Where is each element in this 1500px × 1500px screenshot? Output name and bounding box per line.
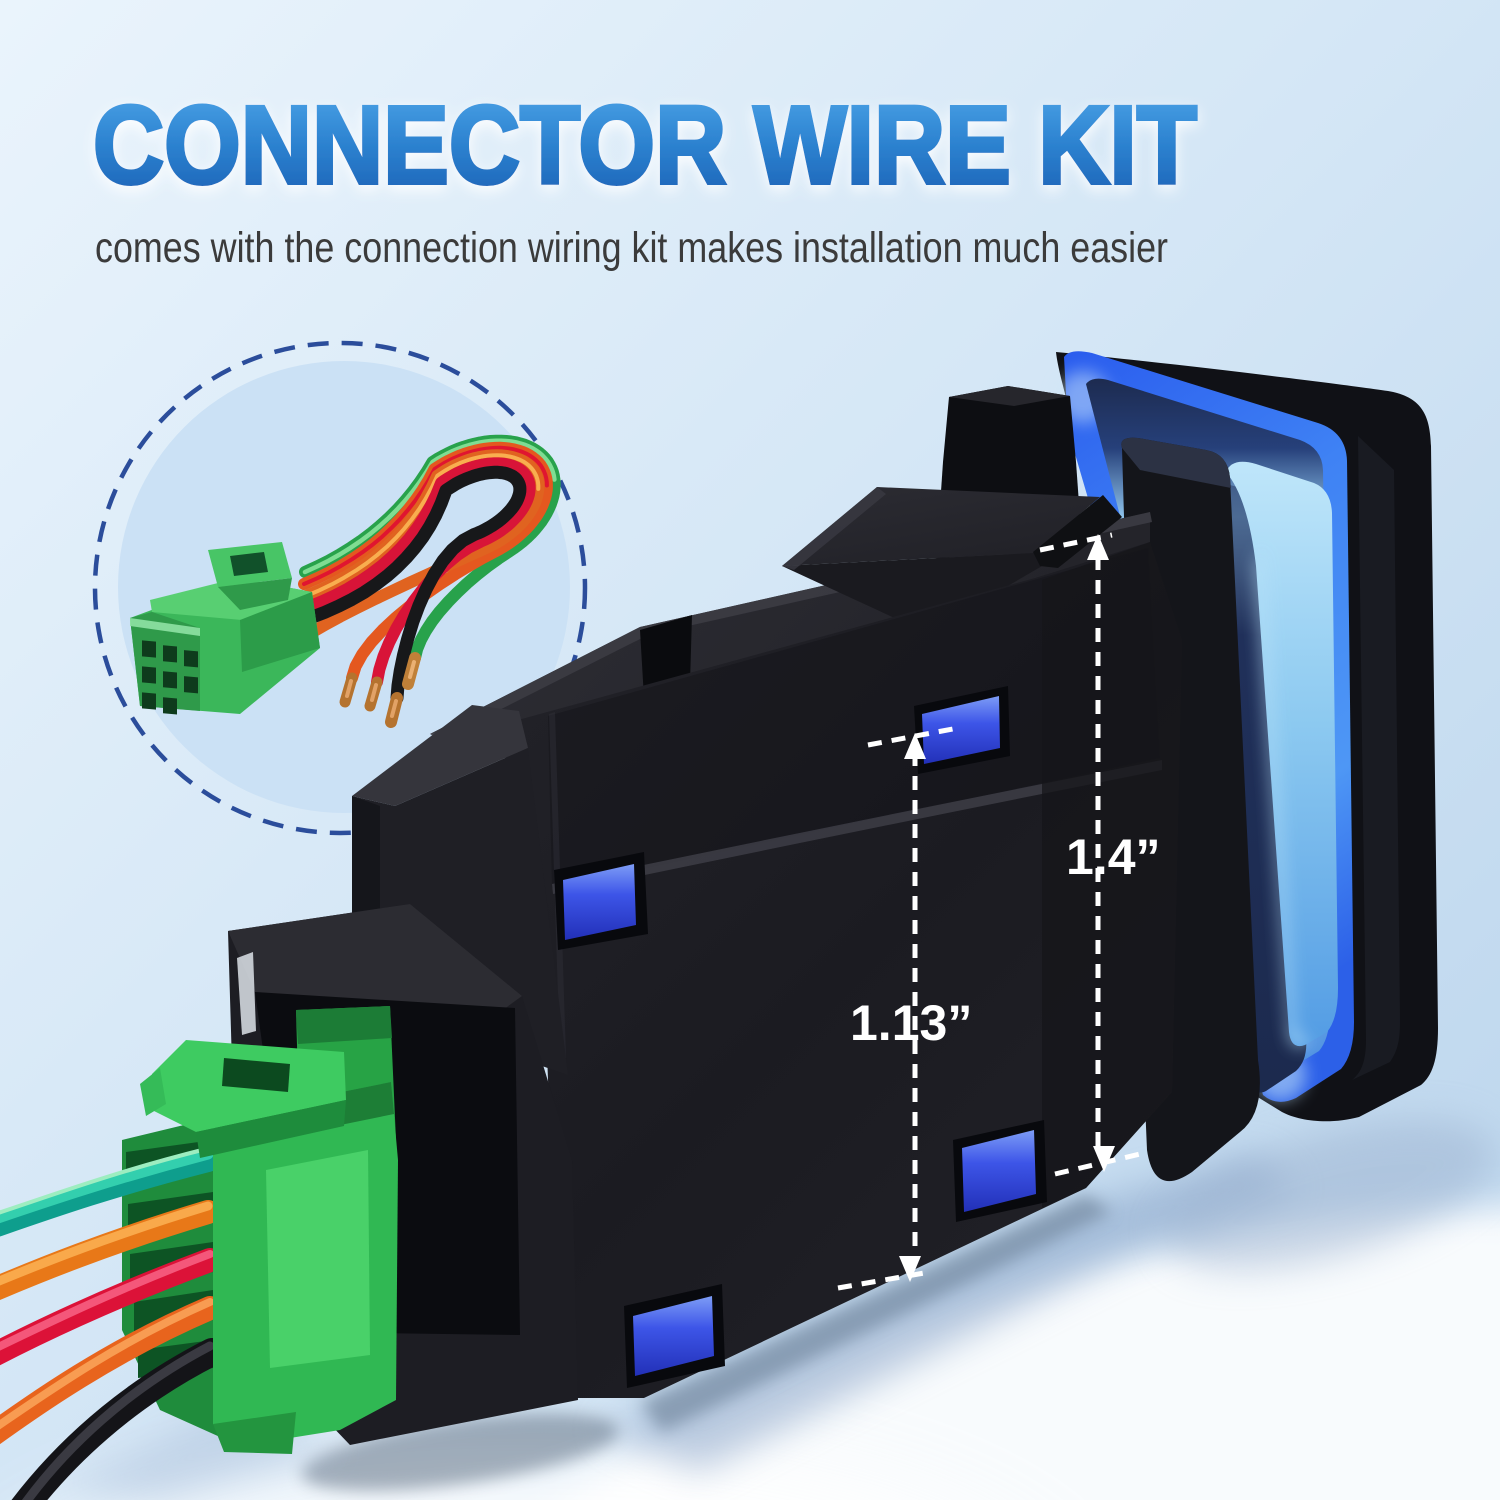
- svg-text:CONNECTOR WIRE KIT: CONNECTOR WIRE KIT: [93, 84, 1197, 207]
- svg-text:1.4”: 1.4”: [1066, 829, 1161, 885]
- svg-text:comes with the connection wiri: comes with the connection wiring kit mak…: [95, 224, 1168, 272]
- svg-text:1.13”: 1.13”: [850, 995, 972, 1051]
